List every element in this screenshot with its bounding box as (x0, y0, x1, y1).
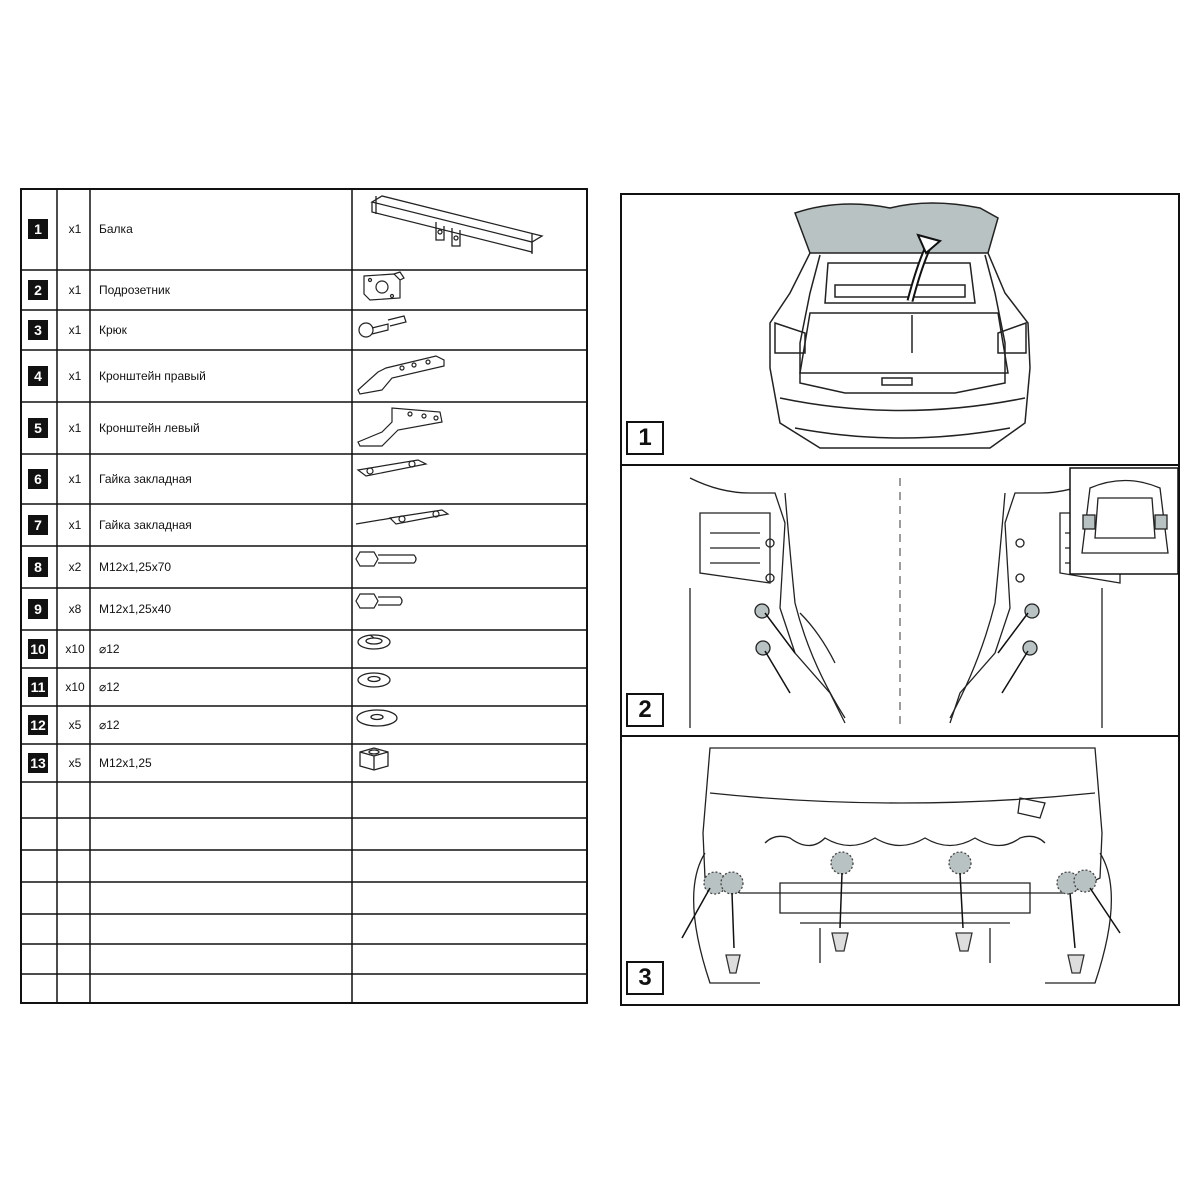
part-quantity: x10 (65, 680, 85, 694)
part-name: Гайка закладная (99, 472, 192, 486)
part-name: ⌀12 (99, 642, 120, 656)
part-name: M12x1,25 (99, 756, 152, 770)
part-name: Гайка закладная (99, 518, 192, 532)
nut-plate-wire-icon (352, 504, 588, 546)
bolt-short-icon (352, 588, 588, 630)
step-3-number: 3 (626, 961, 664, 995)
part-name: M12x1,25x40 (99, 602, 172, 616)
hex-nut-icon (352, 744, 588, 782)
part-number-badge: 3 (28, 320, 48, 340)
part-number-badge: 2 (28, 280, 48, 300)
part-number-badge: 10 (28, 639, 48, 659)
part-quantity: x1 (68, 323, 82, 337)
bolt-long-icon (352, 546, 588, 588)
part-number-badge: 13 (28, 753, 48, 773)
hook-icon (352, 310, 588, 350)
part-name: Кронштейн правый (99, 369, 206, 383)
step-1-number: 1 (626, 421, 664, 455)
part-name: ⌀12 (99, 680, 120, 694)
bracket-right-icon (352, 350, 588, 402)
part-name: ⌀12 (99, 718, 120, 732)
part-name: Балка (99, 222, 133, 236)
part-quantity: x1 (68, 283, 82, 297)
part-quantity: x1 (68, 369, 82, 383)
part-name: Крюк (99, 323, 127, 337)
part-quantity: x1 (68, 222, 82, 236)
part-number-badge: 11 (28, 677, 48, 697)
beam-icon (352, 188, 588, 270)
step-1-illustration (769, 202, 1031, 449)
part-quantity: x2 (68, 560, 82, 574)
installation-steps: 1 2 3 (620, 193, 1180, 1006)
part-number-badge: 8 (28, 557, 48, 577)
part-quantity: x10 (65, 642, 85, 656)
bracket-left-icon (352, 402, 588, 454)
nut-plate-icon (352, 454, 588, 504)
part-number-badge: 1 (28, 219, 48, 239)
part-quantity: x1 (68, 518, 82, 532)
part-number-badge: 7 (28, 515, 48, 535)
part-quantity: x1 (68, 472, 82, 486)
step-2-number: 2 (626, 693, 664, 727)
part-name: M12x1,25x70 (99, 560, 172, 574)
part-number-badge: 4 (28, 366, 48, 386)
part-quantity: x1 (68, 421, 82, 435)
part-quantity: x5 (68, 756, 82, 770)
part-number-badge: 12 (28, 715, 48, 735)
step-2-illustration (689, 467, 1179, 728)
part-name: Подрозетник (99, 283, 170, 297)
parts-table-grid (20, 188, 588, 1004)
part-number-badge: 5 (28, 418, 48, 438)
socket-plate-icon (352, 270, 588, 310)
step-3-illustration (681, 747, 1121, 984)
part-name: Кронштейн левый (99, 421, 200, 435)
flat-washer-icon (352, 668, 588, 706)
part-quantity: x8 (68, 602, 82, 616)
part-number-badge: 9 (28, 599, 48, 619)
spring-washer-icon (352, 630, 588, 668)
part-quantity: x5 (68, 718, 82, 732)
steps-frame (620, 193, 1180, 1006)
part-number-badge: 6 (28, 469, 48, 489)
large-washer-icon (352, 706, 588, 744)
